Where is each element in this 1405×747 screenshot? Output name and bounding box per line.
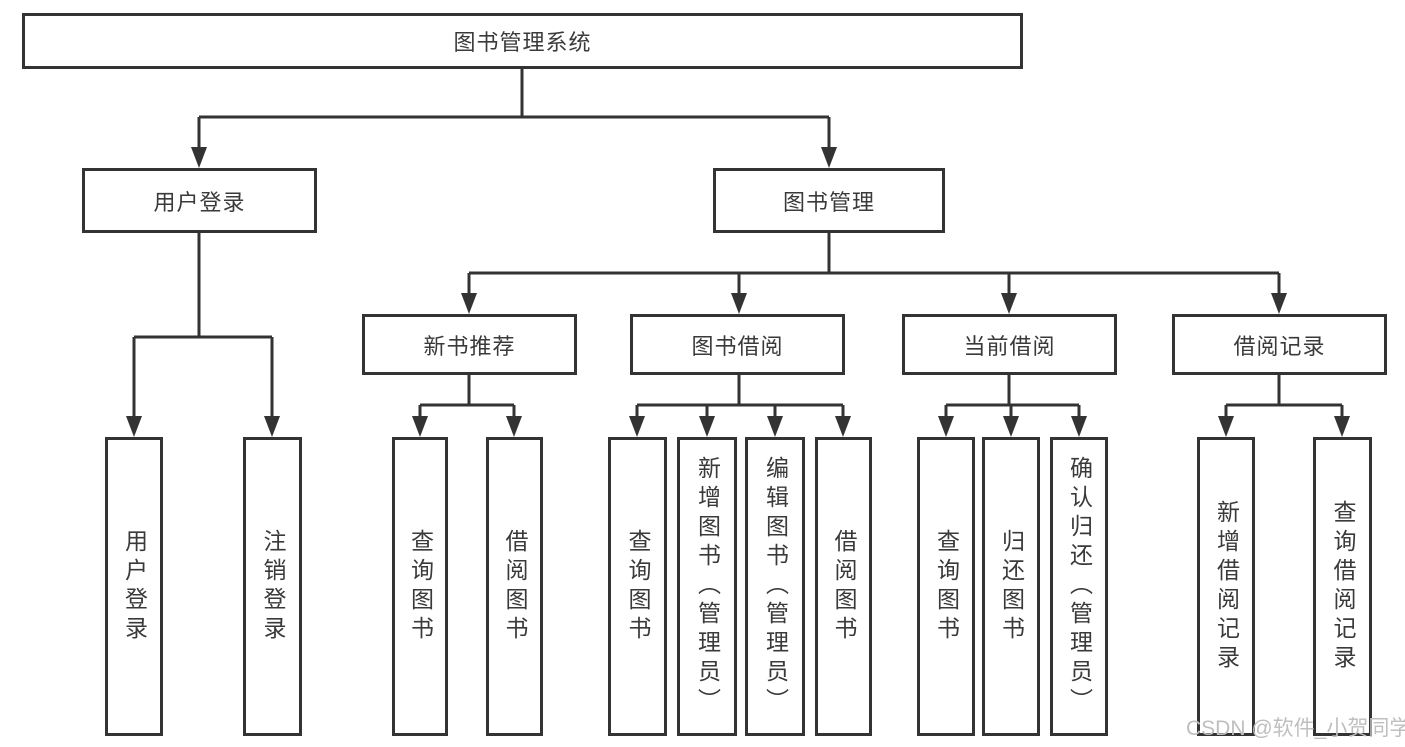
arrowhead-down-icon [461,293,477,314]
node-current-borrowing: 当前借阅 [902,314,1117,375]
node-user-login: 用户登录 [82,168,317,233]
node-book-borrowing: 图书借阅 [630,314,845,375]
arrowhead-down-icon [835,416,851,437]
connector-newbookrec-to-leaves [420,375,514,407]
leaf-user-login: 用户登录 [105,437,163,736]
arrowhead-down-icon [412,416,428,437]
arrowhead-down-icon [1218,416,1234,437]
leaf-query-books-current: 查询图书 [917,437,975,736]
leaf-return-books: 归还图书 [982,437,1040,736]
arrowhead-down-icon [264,416,280,437]
connector-userlogin-to-leaves [134,233,272,339]
leaf-query-books-recommendation: 查询图书 [392,437,448,736]
arrowhead-down-icon [767,416,783,437]
arrowhead-down-icon [1334,416,1350,437]
leaf-borrow-books: 借阅图书 [815,437,872,736]
leaf-add-borrow-record: 新增借阅记录 [1197,437,1255,736]
arrowhead-down-icon [506,416,522,437]
arrowhead-down-icon [191,147,207,168]
connector-bookmgmt-to-level3 [469,233,1279,275]
leaf-confirm-return-admin: 确认归还（管理员） [1050,437,1108,736]
connector-currentborrow-to-leaves [946,375,1079,407]
connector-borrowrecords-to-leaves [1226,375,1342,407]
node-borrowing-records: 借阅记录 [1172,314,1387,375]
leaf-edit-books-admin: 编辑图书（管理员） [745,437,805,736]
leaf-borrow-books-recommendation: 借阅图书 [486,437,543,736]
arrowhead-down-icon [699,416,715,437]
arrowhead-down-icon [1271,293,1287,314]
arrowhead-down-icon [938,416,954,437]
arrowhead-down-icon [1071,416,1087,437]
connector-bookborrow-to-leaves [637,375,843,407]
connector-root-to-level2 [199,69,829,119]
node-new-book-recommendation: 新书推荐 [362,314,577,375]
arrowhead-down-icon [126,416,142,437]
node-book-management: 图书管理 [713,168,945,233]
leaf-add-books-admin: 新增图书（管理员） [677,437,737,736]
arrowhead-down-icon [1001,293,1017,314]
leaf-query-books-borrowing: 查询图书 [608,437,667,736]
leaf-query-borrow-record: 查询借阅记录 [1313,437,1372,736]
arrowhead-down-icon [821,147,837,168]
leaf-logout: 注销登录 [243,437,302,736]
node-root-system: 图书管理系统 [22,13,1023,69]
arrowhead-down-icon [629,416,645,437]
arrowhead-down-icon [731,293,747,314]
csdn-watermark: CSDN @软件_小贺同学 [1186,717,1405,740]
arrowhead-down-icon [1003,416,1019,437]
